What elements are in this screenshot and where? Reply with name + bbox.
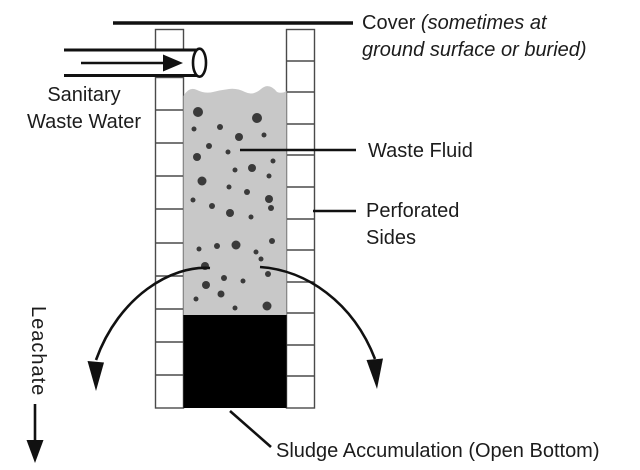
inlet-label: Sanitary Waste Water [14,82,154,136]
sludge-leader-line [229,410,272,448]
inlet-label-line1: Sanitary [47,84,121,106]
perforated-label-line2: Sides [366,227,417,249]
inflow-arrow-icon [81,54,183,72]
inlet-pipe [64,47,208,79]
leach-arrow-right [259,265,383,389]
cover-label-note2: ground surface or buried) [362,39,587,61]
column-cell [154,28,185,51]
leachate-label: Leachate [27,306,49,397]
perforated-sides-label: Perforated Sides [366,198,459,252]
cover-label: Cover (sometimes at ground surface or bu… [362,10,587,64]
sludge-block [183,315,287,408]
fluid-particles [190,107,276,311]
leachate-arrow-icon [26,404,44,463]
sludge-label: Sludge Accumulation (Open Bottom) [276,440,600,462]
perforated-column-left [154,28,185,409]
leach-arrow-left [87,266,211,391]
inlet-label-line2: Waste Water [26,111,142,133]
waste-fluid-label: Waste Fluid [368,140,473,162]
pipe-opening [191,47,208,79]
perforated-column-right [285,28,316,409]
cover-label-note1: (sometimes at [420,12,547,34]
perforated-label-line1: Perforated [366,200,460,222]
cover-label-main: Cover [362,12,416,34]
